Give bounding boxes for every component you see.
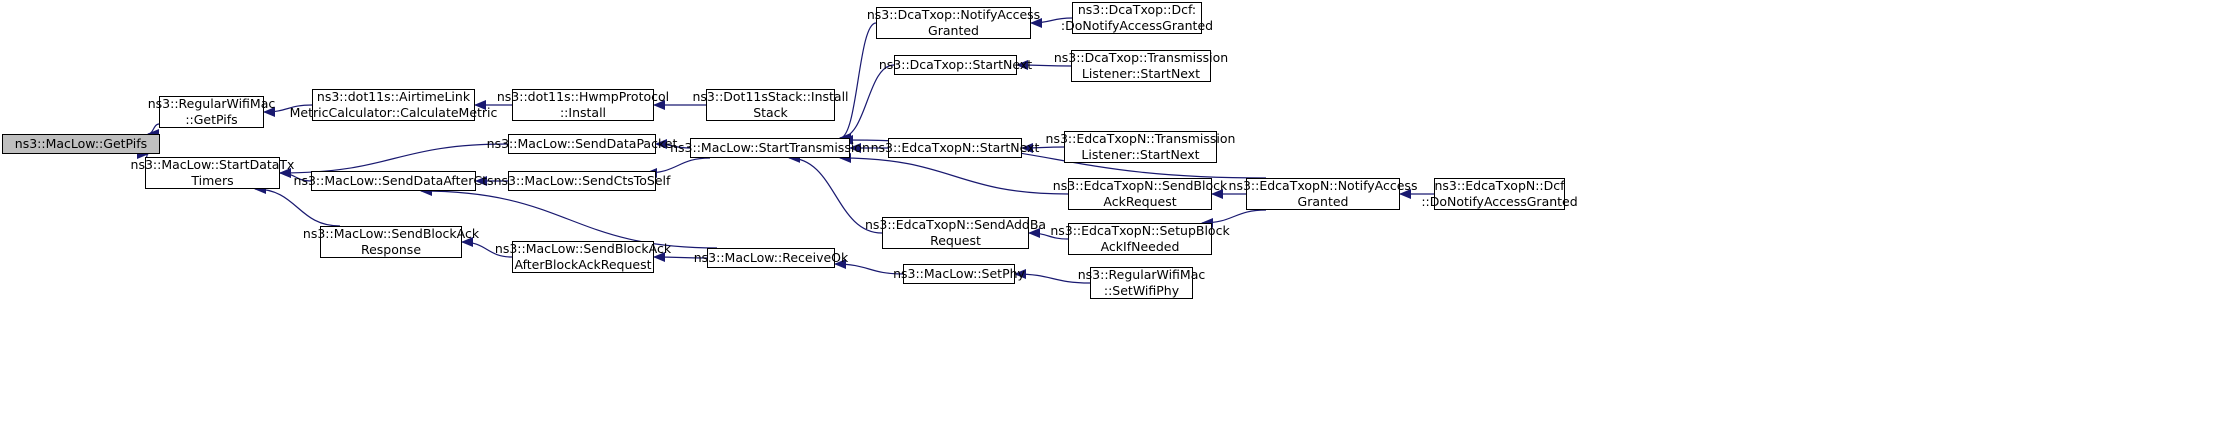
node-label-line: ::GetPifs xyxy=(185,112,238,127)
graph-edge-edca-setupblockack-to-edca-sendaddba xyxy=(1028,228,1069,240)
graph-edge-edca-notify-to-edca-setupblockack xyxy=(1201,209,1267,228)
node-label-line: ns3::MacLow::GetPifs xyxy=(14,136,148,151)
node-label-line: ns3::DcaTxop::NotifyAccess xyxy=(866,7,1041,22)
node-label-line: AckIfNeeded xyxy=(1100,239,1180,254)
graph-node-senddataaftercts[interactable]: ns3::MacLow::SendDataAfterCts xyxy=(294,171,494,191)
node-label-line: ns3::MacLow::StartTransmission xyxy=(670,140,870,155)
graph-edge-senddatapacket-to-startdatatx xyxy=(279,143,509,178)
graph-node-regwifi-getpifs[interactable]: ns3::RegularWifiMac::GetPifs xyxy=(148,96,275,128)
node-label-line: Request xyxy=(930,233,981,248)
graph-node-dcf-granted[interactable]: ns3::DcaTxop::Dcf::DoNotifyAccessGranted xyxy=(1061,2,1213,34)
graph-edge-edca-sendaddba-to-starttx xyxy=(788,153,883,234)
graph-edge-dca-notify-to-starttx xyxy=(839,22,877,143)
node-label-line: ns3::DcaTxop::Dcf: xyxy=(1077,2,1197,17)
node-label-line: ns3::RegularWifiMac xyxy=(1077,267,1206,282)
node-label-line: ns3::Dot11sStack::Install xyxy=(692,89,849,104)
graph-node-receiveok[interactable]: ns3::MacLow::ReceiveOk xyxy=(694,248,848,268)
graph-edge-sendblockackresp-to-startdatatx xyxy=(254,184,341,227)
graph-node-edca-startnext[interactable]: ns3::EdcaTxopN::StartNext xyxy=(871,138,1039,158)
node-label-line: ns3::EdcaTxopN::NotifyAccess xyxy=(1228,178,1418,193)
graph-edge-dca-txlistener-to-dca-startnext xyxy=(1016,60,1072,71)
node-label-line: ns3::DcaTxop::StartNext xyxy=(878,57,1033,72)
node-label-line: AckRequest xyxy=(1103,194,1177,209)
graph-edge-setwifiphy-to-setphy xyxy=(1014,269,1091,284)
graph-edge-receiveok-to-sendblockackafter xyxy=(653,252,708,263)
node-label-line: ::SetWifiPhy xyxy=(1103,283,1180,298)
graph-node-getpifs[interactable]: ns3::MacLow::GetPifs xyxy=(2,134,160,154)
node-label-line: ns3::MacLow::SendBlockAck xyxy=(494,241,672,256)
node-label-line: ns3::MacLow::SendCtsToSelf xyxy=(493,173,671,188)
node-label-line: Listener::StartNext xyxy=(1081,66,1201,81)
graph-edge-starttx-to-senddatapacket xyxy=(655,139,691,150)
graph-edge-airtime-to-regwifi-getpifs xyxy=(263,104,313,117)
node-label-line: ns3::MacLow::SetPhy xyxy=(893,266,1025,281)
node-label-line: ns3::RegularWifiMac xyxy=(147,96,276,111)
graph-node-setphy[interactable]: ns3::MacLow::SetPhy xyxy=(893,264,1025,284)
node-label-line: ::Install xyxy=(559,105,607,120)
node-label-line: ns3::EdcaTxopN::SetupBlock xyxy=(1050,223,1230,238)
graph-edge-regwifi-getpifs-to-getpifs xyxy=(147,123,160,139)
graph-node-senddatapacket[interactable]: ns3::MacLow::SendDataPacket xyxy=(487,134,677,154)
node-label-line: ns3::MacLow::ReceiveOk xyxy=(693,250,849,265)
node-label-line: AfterBlockAckRequest xyxy=(514,257,652,272)
graph-node-dca-startnext[interactable]: ns3::DcaTxop::StartNext xyxy=(879,55,1032,75)
graph-node-setwifiphy[interactable]: ns3::RegularWifiMac::SetWifiPhy xyxy=(1078,267,1205,299)
node-label-line: Timers xyxy=(191,173,234,188)
node-label-line: ns3::EdcaTxopN::Dcf xyxy=(1434,178,1565,193)
node-label-line: ns3::DcaTxop::Transmission xyxy=(1053,50,1229,65)
node-label-line: ns3::EdcaTxopN::SendAddBa xyxy=(864,217,1047,232)
node-label-line: ns3::MacLow::SendBlockAck xyxy=(302,226,480,241)
node-label-line: ns3::MacLow::StartDataTx xyxy=(130,157,295,172)
node-label-line: ns3::MacLow::SendDataAfterCts xyxy=(293,173,494,188)
graph-edge-sendblockackafter-to-sendblockackresp xyxy=(461,237,513,258)
node-label-line: ns3::EdcaTxopN::SendBlock xyxy=(1052,178,1228,193)
graph-edge-senddataaftercts-to-startdatatx xyxy=(279,168,312,182)
node-label-line: ns3::dot11s::HwmpProtocol xyxy=(496,89,670,104)
node-label-line: ns3::EdcaTxopN::StartNext xyxy=(870,140,1040,155)
graph-node-starttx[interactable]: ns3::MacLow::StartTransmission xyxy=(670,138,870,158)
graph-edge-edca-sendblockack-to-starttx xyxy=(839,153,1069,195)
graph-edge-dcf-granted-to-dca-notify xyxy=(1030,17,1073,28)
node-label-line: ns3::dot11s::AirtimeLink xyxy=(316,89,471,104)
graph-node-sendctstoself[interactable]: ns3::MacLow::SendCtsToSelf xyxy=(494,171,670,191)
graph-node-edca-dcf[interactable]: ns3::EdcaTxopN::Dcf::DoNotifyAccessGrant… xyxy=(1421,178,1578,210)
graph-edge-edca-txlistener-to-edca-startnext xyxy=(1021,142,1065,153)
node-label-line: Granted xyxy=(1297,194,1349,209)
node-label-line: ns3::EdcaTxopN::Transmission xyxy=(1045,131,1236,146)
node-label-line: Response xyxy=(360,242,422,257)
node-label-line: ::DoNotifyAccessGranted xyxy=(1421,194,1578,209)
graph-edge-setphy-to-receiveok xyxy=(834,259,904,275)
node-label-line: Stack xyxy=(753,105,788,120)
graph-edge-receiveok-to-senddataaftercts xyxy=(420,186,718,249)
node-label-line: MetricCalculator::CalculateMetric xyxy=(289,105,498,120)
graph-node-hwmp[interactable]: ns3::dot11s::HwmpProtocol::Install xyxy=(497,89,669,121)
node-label-line: Listener::StartNext xyxy=(1081,147,1200,162)
node-label-line: :DoNotifyAccessGranted xyxy=(1060,18,1214,33)
node-label-line: ns3::MacLow::SendDataPacket xyxy=(486,136,678,151)
node-label-line: Granted xyxy=(928,23,979,38)
